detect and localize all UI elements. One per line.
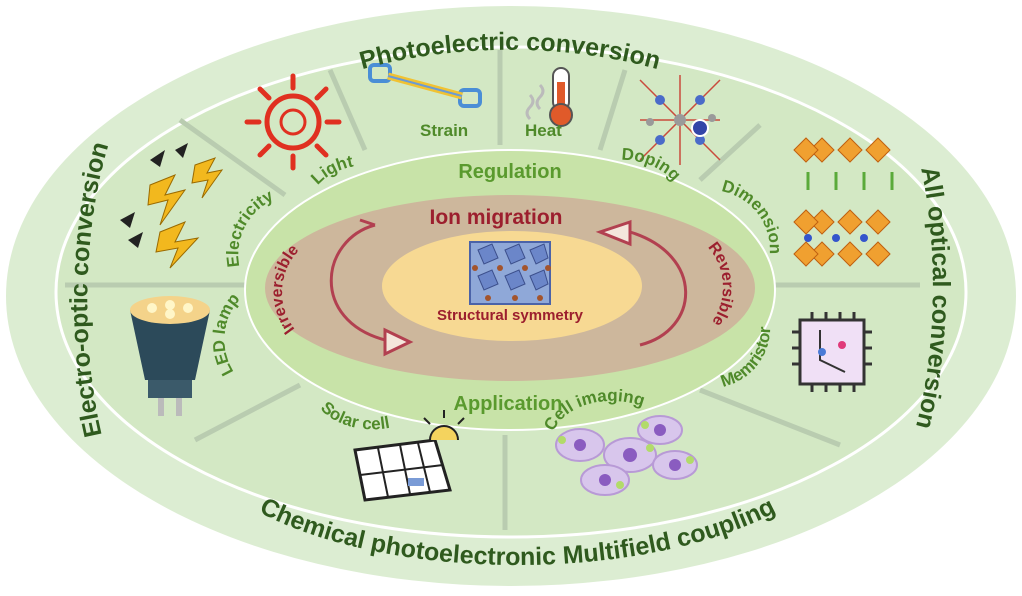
reversible-arrow — [629, 230, 688, 347]
irreversible-arrow-head — [383, 327, 414, 357]
lightning-icon — [120, 143, 224, 269]
segment-dividers — [65, 50, 920, 530]
layered-structure-icon — [793, 137, 894, 267]
application-label: Application — [454, 393, 563, 415]
cells-icon — [555, 415, 698, 496]
sun-icon — [244, 73, 342, 171]
chip-icon — [792, 312, 872, 392]
irreversible-arrow-tail — [359, 218, 376, 227]
solar-panel-icon — [353, 410, 465, 502]
structural-symmetry-label: Structural symmetry — [437, 307, 584, 324]
crystal-lattice-icon — [639, 75, 721, 165]
led-bulb-icon — [130, 296, 210, 416]
crystal-structure-icon — [469, 241, 551, 305]
regulation-label: Regulation — [458, 161, 561, 183]
ion-migration-label: Ion migration — [430, 206, 563, 229]
irreversible-arrow — [329, 223, 386, 342]
reversible-arrow-head — [595, 219, 632, 247]
spring-icon — [368, 63, 482, 108]
thermometer-icon — [525, 67, 573, 127]
strain-label: Strain — [420, 121, 468, 140]
cycle-arrows — [329, 218, 688, 357]
heat-label: Heat — [525, 121, 562, 140]
